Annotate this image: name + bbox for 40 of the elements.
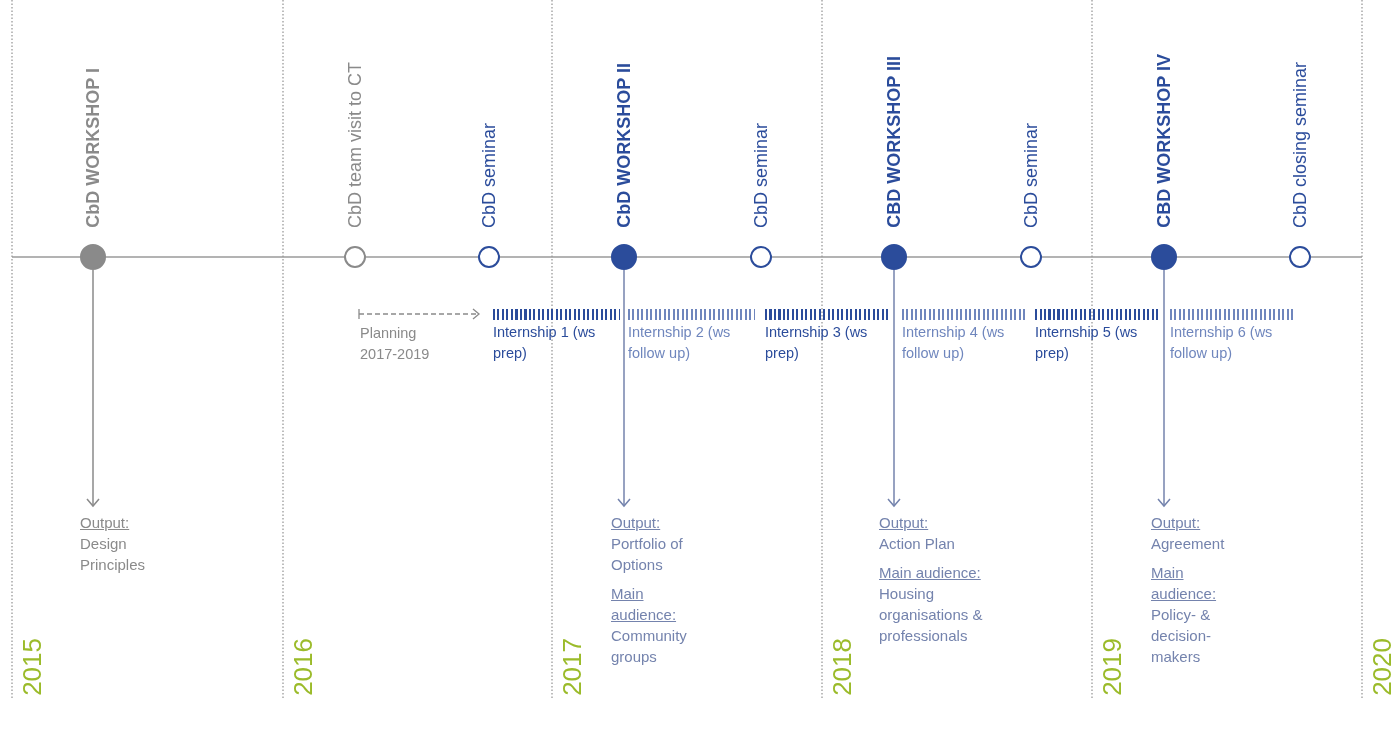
bar-label: Internship 4 (ws follow up) — [902, 323, 1006, 363]
arrow — [86, 269, 100, 507]
arrow — [617, 269, 631, 507]
event-title: CbD WORKSHOP I — [82, 68, 104, 228]
output-heading: Output: — [1151, 513, 1202, 533]
output-text: Agreement — [1151, 534, 1226, 554]
year-label: 2019 — [1097, 638, 1127, 696]
arrow — [887, 269, 901, 507]
output-heading: Main audience: — [1151, 563, 1218, 604]
event-label: CbD closing seminar — [1289, 61, 1311, 228]
event-label: CbD seminar — [750, 122, 772, 228]
output-heading: Output: — [80, 513, 131, 533]
bar-label: Internship 2 (ws follow up) — [628, 323, 732, 363]
event-label: CbD team visit to CT — [344, 61, 366, 228]
output-heading: Main audience: — [611, 584, 678, 625]
event-title: CBD WORKSHOP III — [883, 56, 905, 228]
year-label: 2017 — [557, 638, 587, 696]
output-heading: Output: — [879, 513, 930, 533]
output-text: Design Principles — [80, 534, 147, 575]
bar-label: Internship 6 (ws follow up) — [1170, 323, 1274, 363]
year-label: 2020 — [1367, 638, 1397, 696]
year-label: 2018 — [827, 638, 857, 696]
span-label: Planning 2017-2019 — [360, 324, 431, 364]
output-text: Portfolio of Options — [611, 534, 684, 575]
event-title: CbD WORKSHOP II — [613, 63, 635, 228]
year-label: 2016 — [288, 638, 318, 696]
bar-label: Internship 1 (ws prep) — [493, 323, 597, 363]
arrow — [1157, 269, 1171, 507]
output-heading: Main audience: — [879, 563, 982, 583]
output-text: Action Plan — [879, 534, 956, 554]
output-heading: Output: — [611, 513, 662, 533]
output-text: Policy- & decision-makers — [1151, 605, 1213, 667]
event-title: CBD WORKSHOP IV — [1153, 54, 1175, 228]
event-label: CbD seminar — [478, 122, 500, 228]
bar-label: Internship 5 (ws prep) — [1035, 323, 1139, 363]
bar-label: Internship 3 (ws prep) — [765, 323, 869, 363]
year-label: 2015 — [17, 638, 47, 696]
output-text: Community groups — [611, 626, 688, 667]
output-text: Housing organisations & professionals — [879, 584, 984, 646]
event-label: CbD seminar — [1020, 122, 1042, 228]
